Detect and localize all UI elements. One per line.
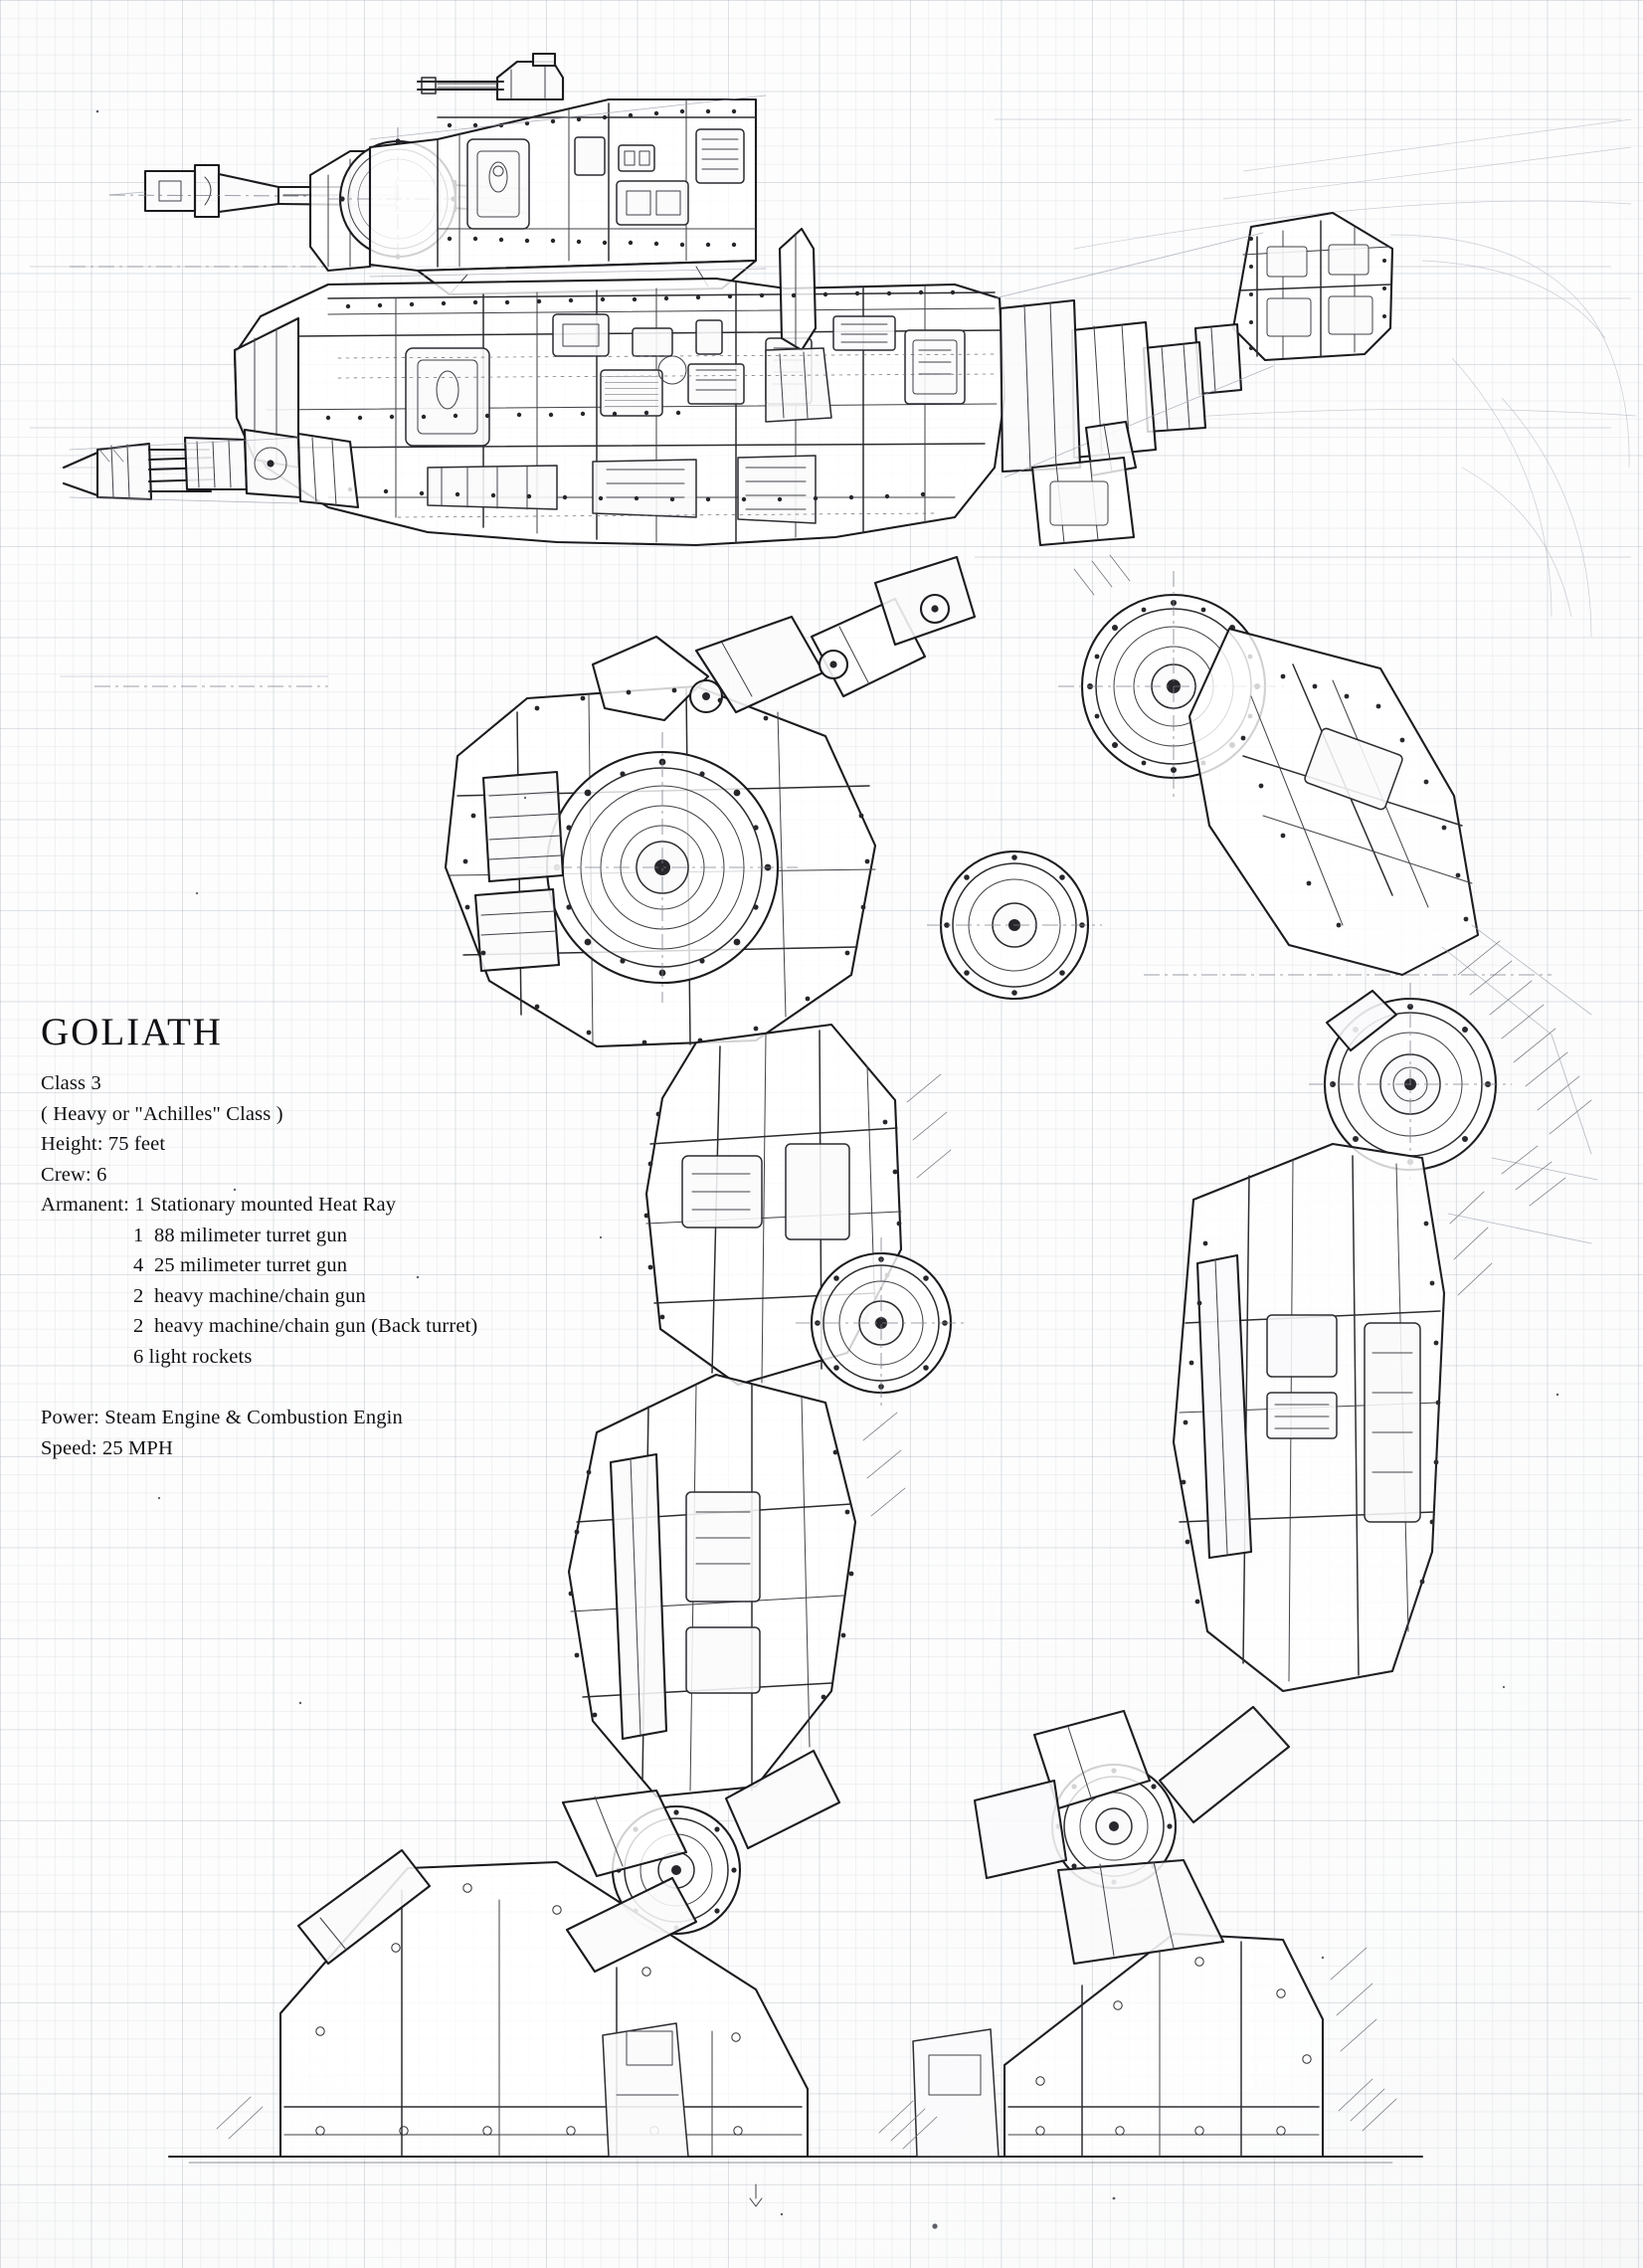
background-construction-arcs <box>1222 118 1632 618</box>
left-hip-gearbox <box>444 555 977 1048</box>
left-foot-inner-structure <box>602 2022 689 2158</box>
class-alias: ( Heavy or "Achilles" Class ) <box>41 1102 283 1125</box>
secondary-gear-wheel <box>927 850 1102 1001</box>
right-foot-inner-structure <box>912 2028 1000 2158</box>
armament-item: 2 heavy machine/chain gun <box>133 1284 366 1307</box>
armament-label: Armanent: 1 Stationary mounted Heat Ray <box>41 1194 397 1216</box>
rear-turret-stack <box>1030 420 1138 547</box>
page-title: GOLIATH <box>41 1011 223 1053</box>
power-line: Power: Steam Engine & Combustion Engin <box>41 1407 403 1428</box>
crew-line: Crew: 6 <box>41 1163 107 1186</box>
height-line: Height: 75 feet <box>41 1133 166 1155</box>
right-knee-joint <box>1309 983 1512 1186</box>
right-shin <box>1172 1142 1493 1693</box>
class-line: Class 3 <box>41 1072 101 1094</box>
armament-item: 4 25 milimeter turret gun <box>133 1254 348 1276</box>
left-ankle-and-foot <box>278 1749 841 2159</box>
right-ankle-and-foot <box>973 1705 1377 2159</box>
scale-tick-mark <box>749 2183 763 2207</box>
background-terrain-hatch <box>1441 924 1598 1244</box>
left-arm-chain-gun <box>62 428 360 509</box>
main-hull <box>233 227 1006 547</box>
left-knee-joint <box>796 1237 967 1409</box>
armament-item: 1 88 milimeter turret gun <box>133 1224 348 1246</box>
specification-block: GOLIATH Class 3 ( Heavy or "Achilles" Cl… <box>41 1013 737 1463</box>
rear-equipment-backpack <box>994 211 1394 478</box>
graphite-specks <box>95 109 1559 2229</box>
ground-hatching <box>216 2078 1397 2150</box>
left-lower-leg <box>567 1373 906 1798</box>
armament-item: 2 heavy machine/chain gun (Back turret) <box>133 1315 478 1337</box>
armament-item: 6 light rockets <box>133 1345 253 1368</box>
spec-spacer <box>41 1372 737 1403</box>
right-hip-assembly <box>1058 554 1480 977</box>
speed-line: Speed: 25 MPH <box>41 1436 173 1459</box>
top-turret-assembly <box>308 52 767 296</box>
